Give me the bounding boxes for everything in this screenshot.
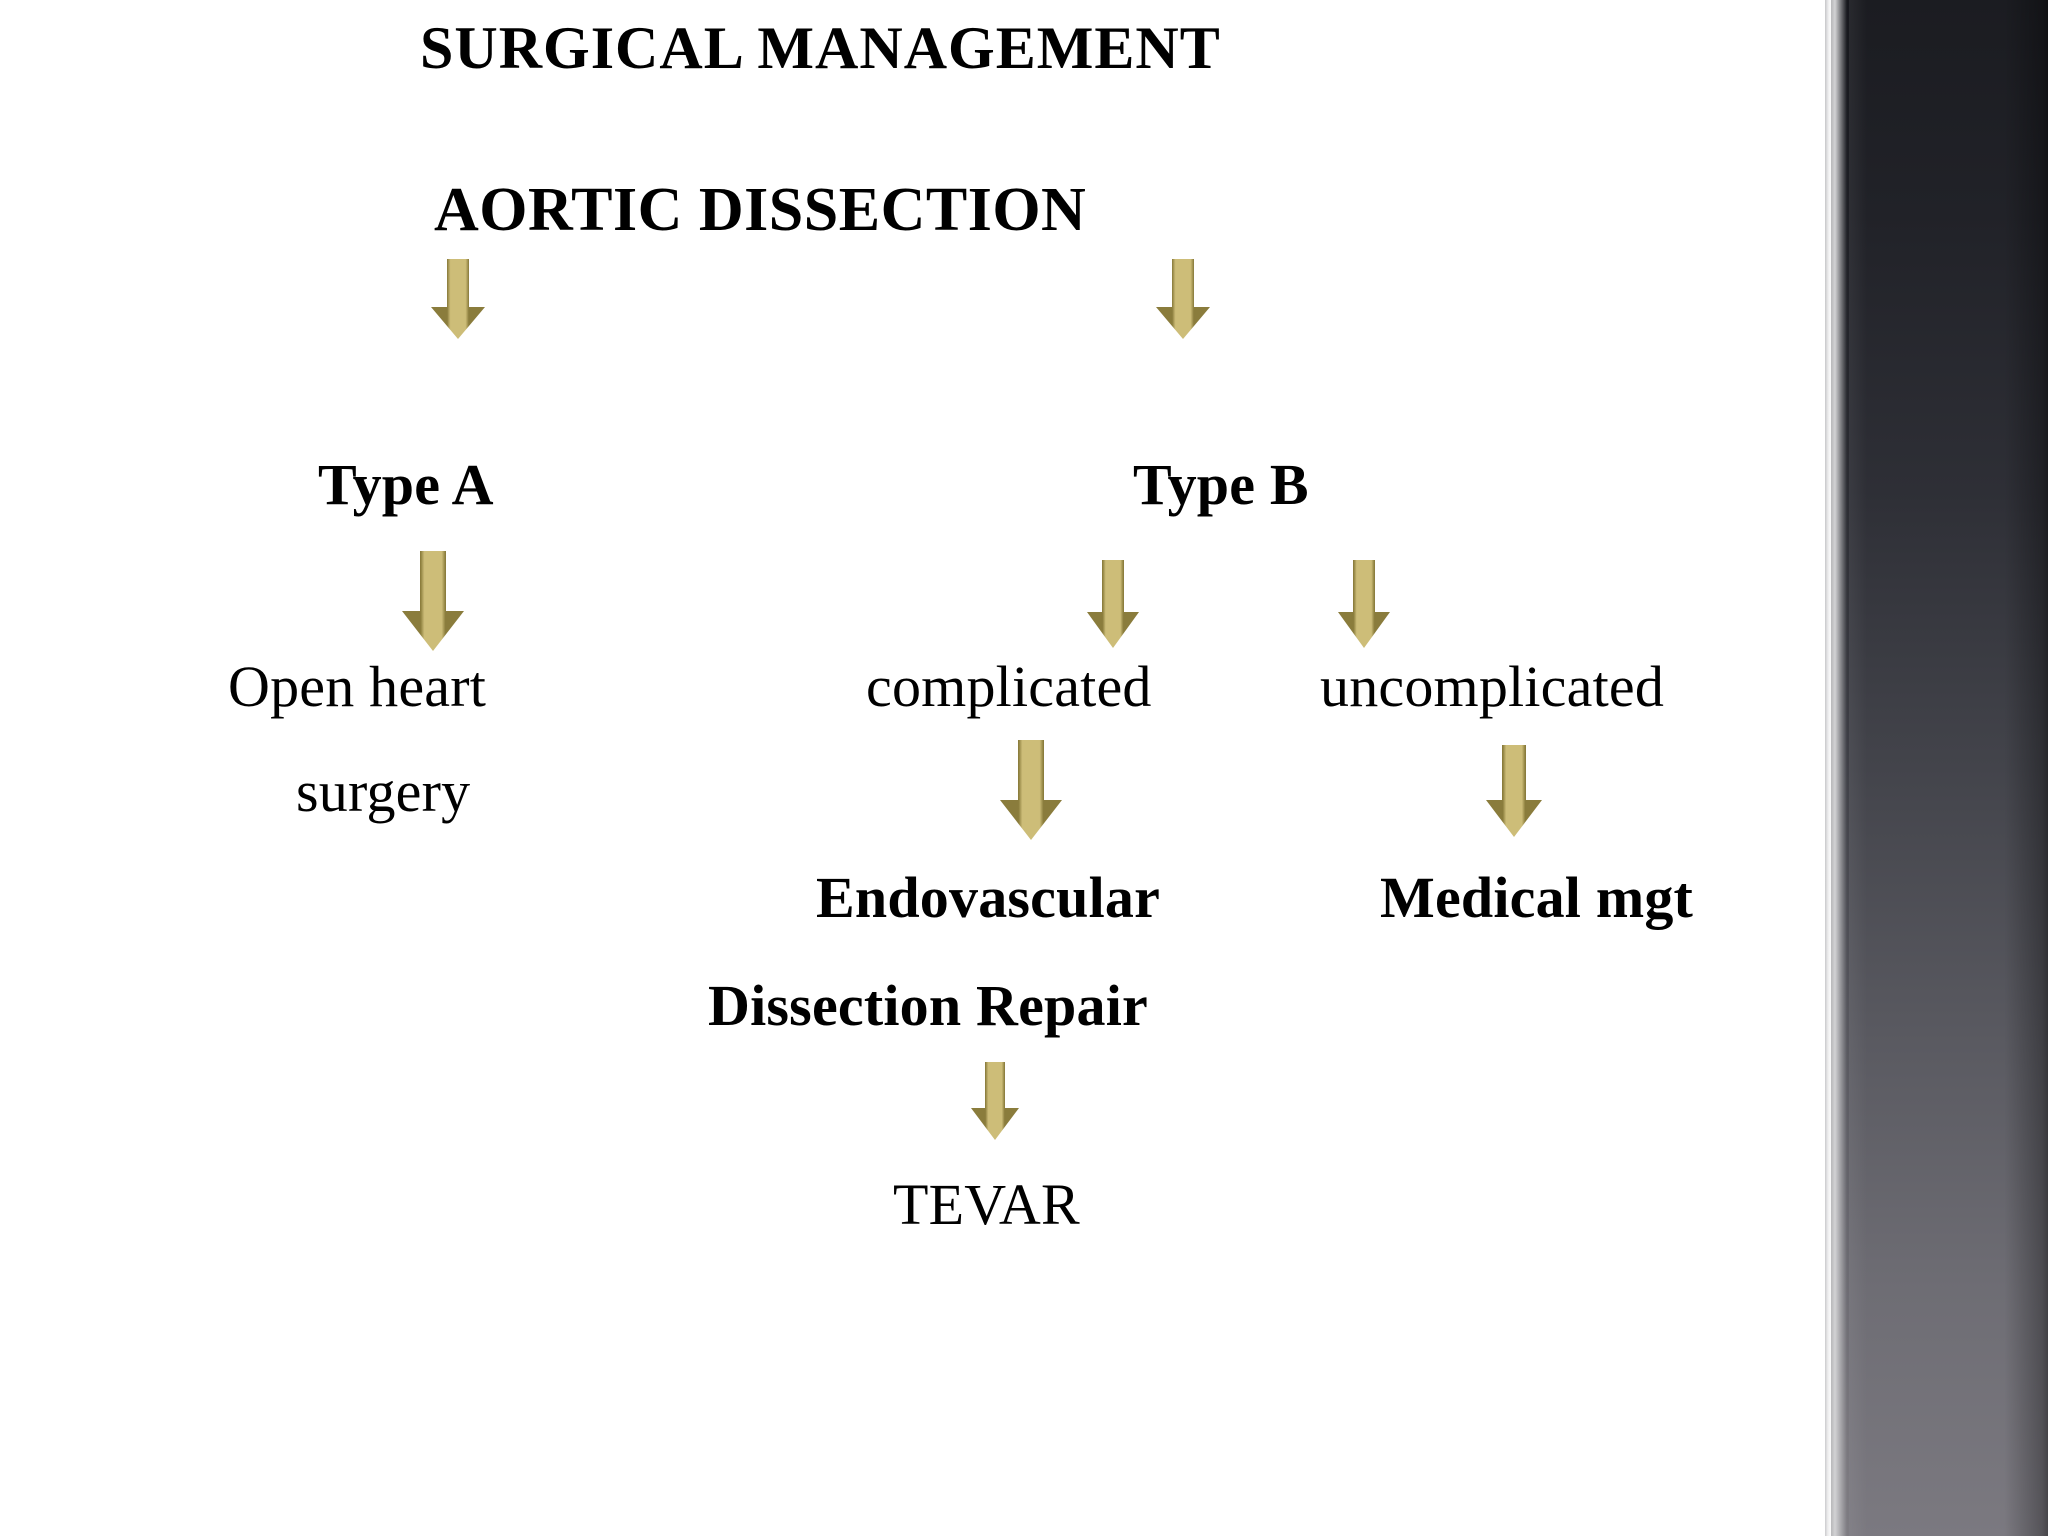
arrow-uncomplicated-to-medical-mgt bbox=[1486, 745, 1542, 837]
leaf-node-open-heart: Open heart bbox=[228, 654, 487, 719]
branch-node-type-b: Type B bbox=[1133, 452, 1309, 517]
page-title: SURGICAL MANAGEMENT bbox=[420, 15, 1221, 81]
leaf-node-dissection-repair: Dissection Repair bbox=[708, 973, 1148, 1038]
leaf-node-medical-mgt: Medical mgt bbox=[1380, 865, 1694, 930]
arrow-dissection-repair-to-tevar bbox=[971, 1062, 1019, 1140]
arrow-type-b-to-complicated bbox=[1087, 560, 1139, 648]
arrow-type-b-to-uncomplicated bbox=[1338, 560, 1390, 648]
leaf-node-tevar: TEVAR bbox=[893, 1172, 1080, 1237]
leaf-node-complicated: complicated bbox=[866, 654, 1152, 719]
root-node-aortic-dissection: AORTIC DISSECTION bbox=[434, 176, 1087, 244]
band-gradient-fill bbox=[1849, 0, 2048, 1536]
leaf-node-endovascular: Endovascular bbox=[816, 865, 1161, 930]
arrow-type-a-to-open-heart-surgery bbox=[402, 551, 464, 651]
band-left-edge-highlight bbox=[1825, 0, 1831, 1536]
arrow-root-to-type-a bbox=[431, 259, 485, 339]
arrow-root-to-type-b bbox=[1156, 259, 1210, 339]
arrow-complicated-to-endovascular-repair bbox=[1000, 740, 1062, 840]
leaf-node-uncomplicated: uncomplicated bbox=[1320, 654, 1665, 719]
branch-node-type-a: Type A bbox=[318, 452, 494, 517]
leaf-node-surgery: surgery bbox=[296, 759, 471, 824]
right-decorative-band bbox=[1825, 0, 2048, 1536]
